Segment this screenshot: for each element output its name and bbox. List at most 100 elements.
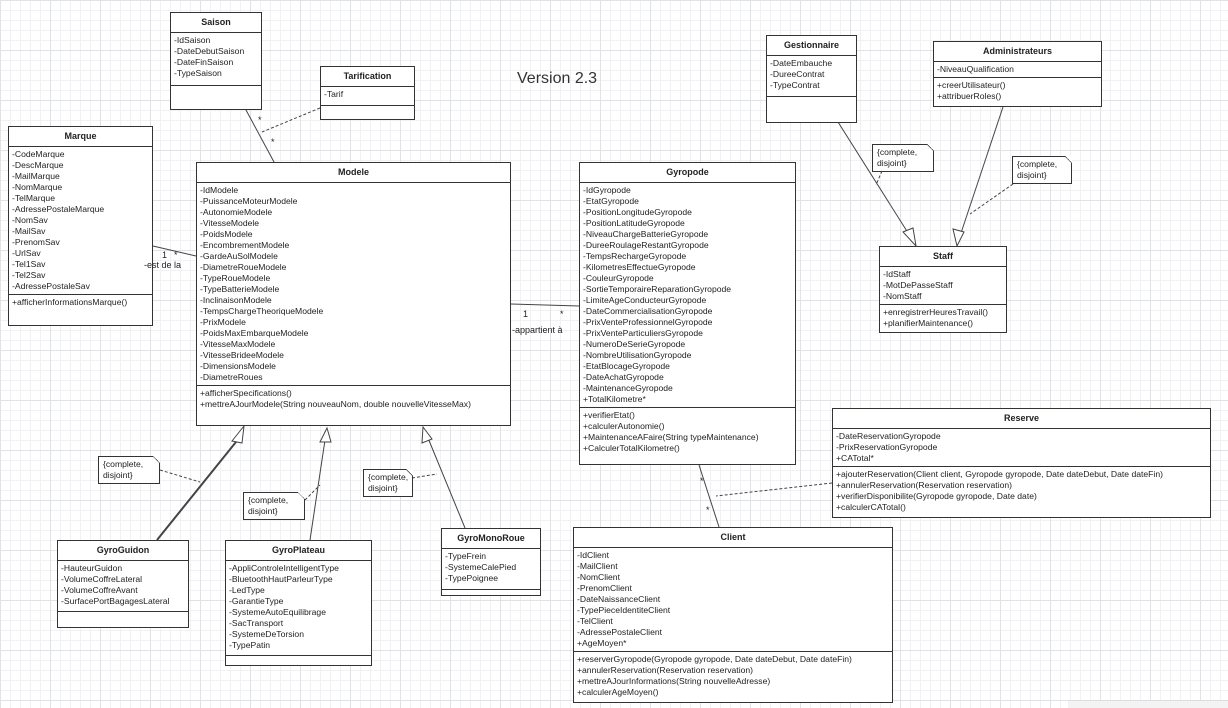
attribute: -DimensionsModele	[200, 361, 276, 371]
method: +ajouterReservation(Client client, Gyrop…	[836, 469, 1163, 479]
multiplicity-label: *	[560, 309, 564, 319]
class-title: Marque	[9, 127, 152, 147]
class-gestionnaire[interactable]: Gestionnaire -DateEmbauche -DureeContrat…	[766, 35, 857, 123]
attribute: -DiametreRoueModele	[200, 262, 287, 272]
class-title: Modele	[197, 163, 510, 183]
attribute: -PoidsMaxEmbarqueModele	[200, 328, 309, 338]
class-administrateurs[interactable]: Administrateurs -NiveauQualification +cr…	[933, 41, 1102, 107]
class-staff[interactable]: Staff -IdStaff -MotDePasseStaff -NomStaf…	[879, 246, 1007, 333]
note-line: disjoint}	[1017, 170, 1047, 180]
method: +enregistrerHeuresTravail()	[883, 307, 988, 317]
attribute: -GarantieType	[229, 596, 284, 606]
attributes: -DateEmbauche -DureeContrat -TypeContrat	[767, 56, 856, 97]
attribute: -TypeFrein	[445, 551, 487, 561]
attribute: -TempsChargeTheoriqueModele	[200, 306, 324, 316]
constraint-note[interactable]: {complete, disjoint}	[363, 469, 413, 497]
attribute: -InclinaisonModele	[200, 295, 272, 305]
method: +mettreAJourModele(String nouveauNom, do…	[200, 399, 471, 409]
methods: +afficherSpecifications() +mettreAJourMo…	[197, 386, 510, 412]
attribute: -DateCommercialisationGyropode	[583, 306, 713, 316]
attribute: -VitesseModele	[200, 218, 260, 228]
attribute: -PrixModele	[200, 317, 246, 327]
multiplicity-label: *	[174, 250, 178, 260]
constraint-note[interactable]: {complete, disjoint}	[1012, 156, 1072, 184]
assoc-reserve	[715, 482, 833, 497]
class-title: Gestionnaire	[767, 36, 856, 56]
attribute: -CodeMarque	[12, 149, 65, 159]
attribute: -MailSav	[12, 226, 46, 236]
attribute: -AdressePostaleMarque	[12, 204, 105, 214]
attribute: -NomMarque	[12, 182, 63, 192]
class-modele[interactable]: Modele -IdModele -PuissanceMoteurModele …	[196, 162, 511, 426]
constraint-note[interactable]: {complete, disjoint}	[872, 144, 934, 172]
constraint-note[interactable]: {complete, disjoint}	[243, 492, 305, 520]
method: +calculerCATotal()	[836, 502, 906, 512]
attributes: -Tarif	[321, 87, 414, 106]
attribute: -LedType	[229, 585, 265, 595]
note-link-1	[159, 469, 201, 483]
attribute: -PoidsModele	[200, 229, 253, 239]
method: +calculerAgeMoyen()	[577, 687, 659, 697]
attributes: -NiveauQualification	[934, 62, 1101, 78]
gen-arrow-administrateurs	[952, 228, 965, 248]
attribute: -TypeRoueModele	[200, 273, 271, 283]
multiplicity-label: 1	[162, 250, 168, 260]
class-reserve[interactable]: Reserve -DateReservationGyropode -PrixRe…	[832, 408, 1211, 518]
methods	[226, 656, 371, 660]
class-gyroplateau[interactable]: GyroPlateau -AppliControleIntelligentTyp…	[225, 540, 372, 666]
attribute: -TypeSaison	[174, 68, 222, 78]
attribute: -KilometresEffectueGyropode	[583, 262, 696, 272]
gen-arrow-gyromonoroue	[421, 425, 433, 444]
attribute: -SystemeCalePied	[445, 562, 517, 572]
attribute: -SystemeAutoEquilibrage	[229, 607, 326, 617]
class-title: GyroPlateau	[226, 541, 371, 561]
attribute: -NombreUtilisationGyropode	[583, 350, 692, 360]
attribute: -PuissanceMoteurModele	[200, 196, 298, 206]
assoc-saison-modele	[245, 109, 275, 163]
note-line: {complete,	[103, 459, 144, 469]
attribute: -PrenomClient	[577, 583, 632, 593]
gen-gyromonoroue	[427, 437, 466, 529]
attribute: -IdSaison	[174, 35, 211, 45]
class-tarification[interactable]: Tarification -Tarif	[320, 66, 415, 120]
attributes: -CodeMarque -DescMarque -MailMarque -Nom…	[9, 147, 152, 295]
attribute: -NiveauQualification	[937, 64, 1014, 74]
note-link-4	[875, 170, 883, 186]
attribute: -Tel2Sav	[12, 270, 46, 280]
attribute: -EtatGyropode	[583, 196, 639, 206]
class-client[interactable]: Client -IdClient -MailClient -NomClient …	[573, 527, 893, 703]
attribute: -PrixVenteParticuliersGyropode	[583, 328, 703, 338]
assoc-modele-gyropode	[510, 303, 580, 307]
attribute: -TypeBatterieModele	[200, 284, 280, 294]
attribute: -TelClient	[577, 616, 613, 626]
method: +afficherSpecifications()	[200, 388, 292, 398]
gen-arrow-gyroguidon	[231, 424, 245, 444]
method: +CalculerTotalKilometre()	[583, 443, 680, 453]
role-label: -appartient à	[512, 325, 563, 335]
attribute: -NomClient	[577, 572, 620, 582]
methods: +reserverGyropode(Gyropode gyropode, Dat…	[574, 652, 892, 700]
class-title: Gyropode	[580, 163, 795, 183]
note-link-3	[411, 473, 438, 479]
attribute: -DureeRoulageRestantGyropode	[583, 240, 709, 250]
attribute: -Tarif	[324, 89, 344, 99]
class-gyromonoroue[interactable]: GyroMonoRoue -TypeFrein -SystemeCalePied…	[441, 528, 541, 596]
attribute: -MaintenanceGyropode	[583, 383, 673, 393]
attribute: -AppliControleIntelligentType	[229, 563, 339, 573]
methods: +verifierEtat() +calculerAutonomie() +Ma…	[580, 408, 795, 456]
gen-arrow-gestionnaire	[902, 227, 917, 248]
attribute: -VolumeCoffreAvant	[61, 585, 138, 595]
method: +calculerAutonomie()	[583, 421, 665, 431]
attribute: -DureeContrat	[770, 69, 825, 79]
attribute: -PositionLongitudeGyropode	[583, 207, 692, 217]
attribute: -PrixVenteProfessionnelGyropode	[583, 317, 713, 327]
class-saison[interactable]: Saison -IdSaison -DateDebutSaison -DateF…	[170, 12, 262, 110]
class-marque[interactable]: Marque -CodeMarque -DescMarque -MailMarq…	[8, 126, 153, 326]
constraint-note[interactable]: {complete, disjoint}	[98, 456, 160, 484]
class-title: GyroMonoRoue	[442, 529, 540, 549]
attributes: -IdModele -PuissanceMoteurModele -Autono…	[197, 183, 510, 386]
class-title: Reserve	[833, 409, 1210, 429]
class-gyropode[interactable]: Gyropode -IdGyropode -EtatGyropode -Posi…	[579, 162, 796, 465]
class-gyroguidon[interactable]: GyroGuidon -HauteurGuidon -VolumeCoffreL…	[57, 540, 189, 628]
